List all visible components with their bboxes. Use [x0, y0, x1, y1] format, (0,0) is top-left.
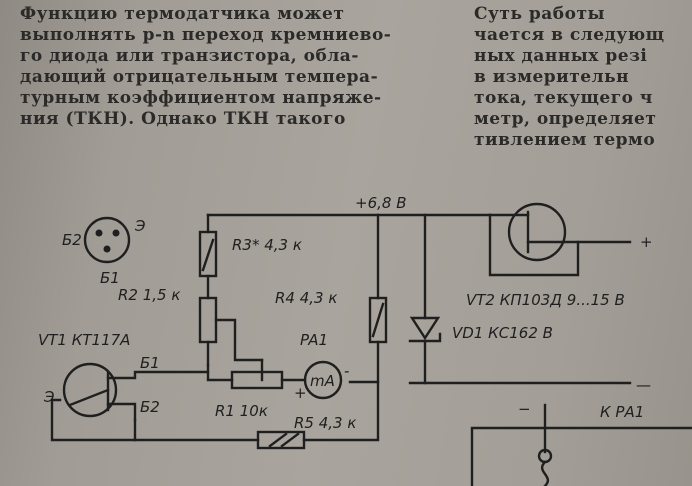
vt1-e-label: Э	[43, 388, 55, 406]
r3-label: R3* 4,3 к	[232, 236, 302, 254]
text-line: тивлением термо	[474, 130, 656, 150]
meter-minus: -	[344, 362, 349, 380]
supply-rail: +6,8 В	[206, 194, 492, 217]
vt1-b2-label: Б2	[140, 398, 160, 416]
resistor-r1: R1 10к	[206, 363, 307, 420]
text-column-left: Функцию термодатчика может выполнять p-n…	[20, 4, 440, 130]
transistor-vt1: VT1 КТ117А Б1 Б2 Э	[38, 331, 210, 442]
text-line: выполнять p-n переход кремниево-	[20, 25, 392, 45]
meter-unit: mA	[310, 372, 335, 390]
supply-label: +6,8 В	[355, 194, 406, 212]
meter-pa1: mA PA1 + -	[294, 331, 349, 402]
transistor-vt2: VT2 КП103Д 9...15 В + —	[466, 202, 653, 394]
vt1-label: VT1 КТ117А	[38, 331, 130, 349]
text-line: тока, текущего ч	[474, 88, 653, 108]
pin-label-b2: Б2	[62, 231, 82, 249]
vt2-label: VT2 КП103Д 9...15 В	[466, 291, 625, 309]
vt1-b1-label: Б1	[140, 354, 160, 372]
resistor-r3: R3* 4,3 к	[198, 213, 302, 300]
pin-label-e: Э	[134, 217, 146, 235]
resistor-r5: R5 4,3 к	[133, 380, 380, 450]
text-line: метр, определяет	[474, 109, 657, 129]
text-line: го диода или транзистора, обла-	[20, 46, 359, 66]
r4-label: R4 4,3 к	[275, 289, 337, 307]
meter-plus: +	[294, 384, 307, 402]
pin-label-b1: Б1	[100, 269, 120, 287]
text-column-right: Суть работы чается в следующ ных данных …	[474, 4, 692, 151]
k-pa1-label: К РА1	[600, 403, 644, 421]
k-minus: −	[518, 400, 531, 418]
pinout-diagram: Б2 Э Б1	[62, 216, 146, 287]
text-line: в измерительн	[474, 67, 630, 87]
r2-label: R2 1,5 к	[118, 286, 180, 304]
r1-label: R1 10к	[215, 402, 268, 420]
resistor-r4: R4 4,3 к	[275, 213, 388, 384]
r5-label: R5 4,3 к	[294, 414, 356, 432]
text-line: ных данных резі	[474, 46, 648, 66]
text-line: Суть работы	[474, 4, 606, 24]
k-pa1-section: − К РА1	[470, 400, 692, 486]
output-minus: —	[636, 376, 651, 394]
resistor-r2: R2 1,5 к	[118, 286, 264, 382]
text-line: Функцию термодатчика может	[20, 4, 345, 24]
text-line: дающий отрицательным темпера-	[20, 67, 379, 87]
vd1-label: VD1 КС162 В	[452, 324, 553, 342]
text-line: турным коэффициентом напряже-	[20, 88, 382, 108]
pa1-label: PA1	[300, 331, 328, 349]
text-line: чается в следующ	[474, 25, 665, 45]
output-plus: +	[640, 233, 653, 251]
text-line: ния (ТКН). Однако ТКН такого	[20, 109, 346, 129]
zener-vd1: VD1 КС162 В	[408, 213, 632, 385]
